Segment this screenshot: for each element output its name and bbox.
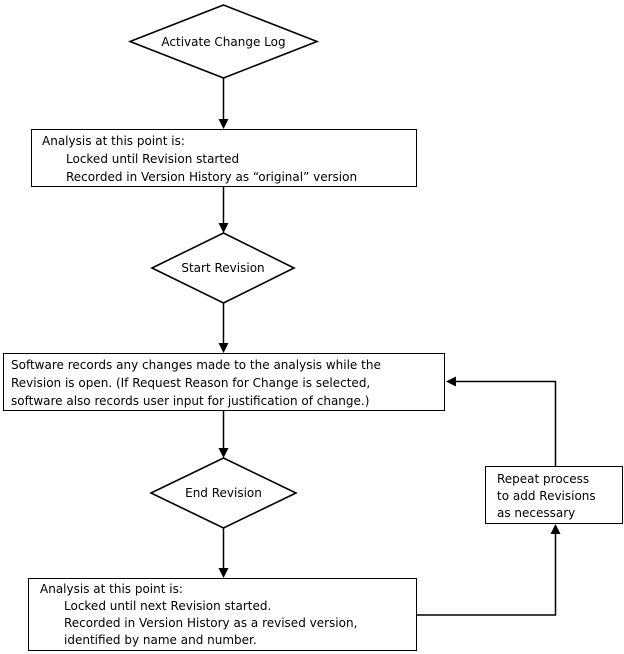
text-line: identified by name and number. — [64, 633, 257, 647]
text-line: software also records user input for jus… — [11, 394, 370, 408]
edge-repeat-to-software — [455, 380, 557, 466]
text-line: Recorded in Version History as a revised… — [64, 616, 358, 630]
text-line: Repeat process — [497, 472, 590, 486]
process-analysis-revised: Analysis at this point is: Locked until … — [28, 578, 417, 651]
arrowhead-down-into-software — [218, 343, 229, 353]
process-software-records: Software records any changes made to the… — [3, 353, 445, 411]
decision-end-revision-shape — [149, 457, 298, 529]
text-line: Locked until next Revision started. — [64, 599, 272, 613]
arrowhead-down-into-end-revision — [218, 448, 229, 458]
text-line: to add Revisions — [497, 489, 596, 503]
text-line: Locked until Revision started — [66, 152, 240, 166]
text-line: Revision is open. (If Request Reason for… — [11, 376, 371, 390]
arrowhead-down-into-analysis2 — [218, 568, 229, 578]
edge-analysis2-to-repeat — [417, 534, 557, 616]
text-line: Analysis at this point is: — [42, 134, 185, 148]
arrowhead-down-into-analysis1 — [218, 119, 229, 129]
arrowhead-up-into-repeat — [550, 524, 561, 534]
process-repeat: Repeat process to add Revisions as neces… — [485, 466, 623, 524]
text-line: Recorded in Version History as “original… — [66, 170, 358, 184]
text-line: as necessary — [497, 506, 576, 520]
arrowhead-down-into-start-revision — [218, 223, 229, 233]
text-line: Software records any changes made to the… — [11, 358, 381, 372]
decision-activate-change-log-shape — [127, 4, 320, 79]
text-line: Analysis at this point is: — [40, 582, 183, 596]
process-analysis-original: Analysis at this point is: Locked until … — [31, 129, 417, 187]
arrowhead-left-into-software — [446, 376, 456, 387]
decision-start-revision-shape — [150, 232, 296, 304]
